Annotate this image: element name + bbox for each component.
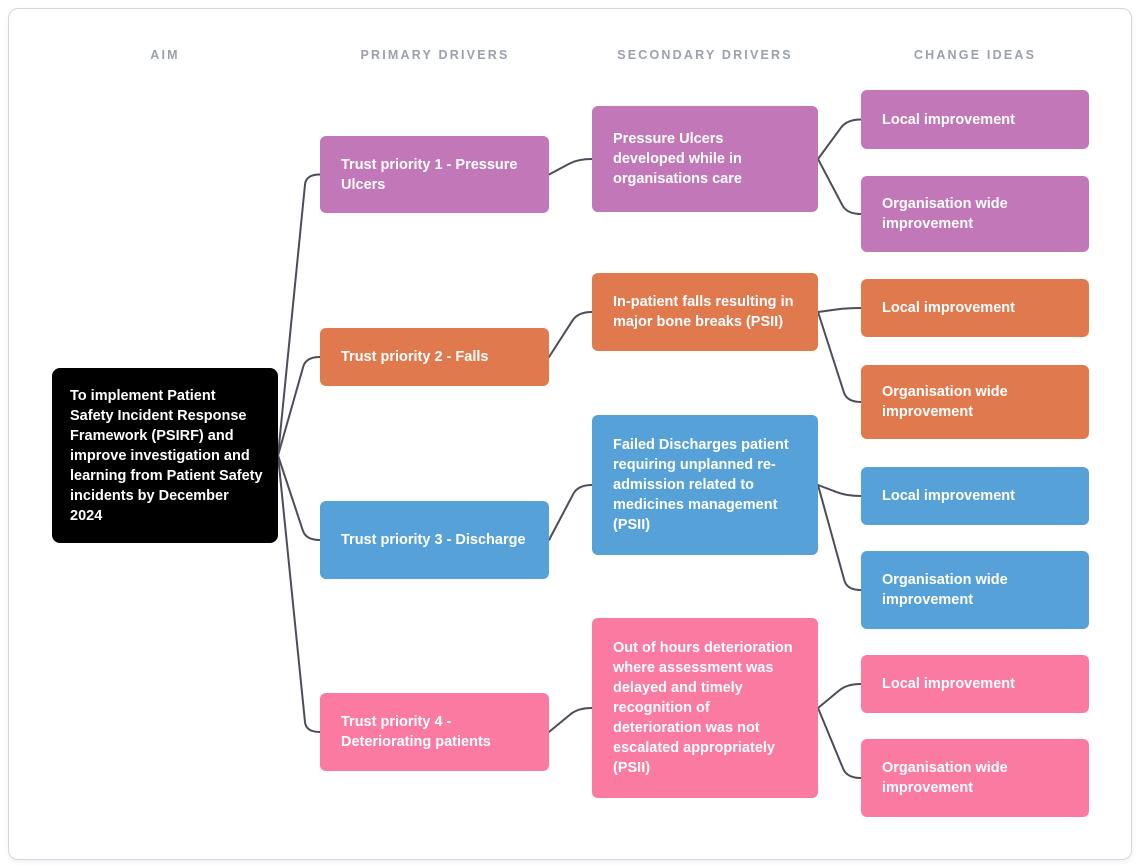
column-header-aim: AIM xyxy=(150,48,180,62)
secondary-driver-node-1[interactable]: Pressure Ulcers developed while in organ… xyxy=(592,106,818,212)
connector-line xyxy=(817,484,862,497)
secondary-driver-node-2[interactable]: In-patient falls resulting in major bone… xyxy=(592,273,818,351)
connector-line xyxy=(817,683,862,709)
connector-line xyxy=(817,118,862,160)
change-idea-node-3-2[interactable]: Organisation wide improvement xyxy=(861,551,1089,629)
change-idea-node-4-2[interactable]: Organisation wide improvement xyxy=(861,739,1089,817)
primary-driver-node-3[interactable]: Trust priority 3 - Discharge xyxy=(320,501,549,579)
connector-line xyxy=(817,707,862,779)
column-header-secondary-drivers: SECONDARY DRIVERS xyxy=(617,48,793,62)
connector-line xyxy=(277,454,321,541)
connector-line xyxy=(548,484,593,541)
change-idea-node-2-2[interactable]: Organisation wide improvement xyxy=(861,365,1089,439)
connector-line xyxy=(277,454,321,733)
connector-line xyxy=(277,173,321,457)
connector-line xyxy=(817,311,862,403)
change-idea-node-4-1[interactable]: Local improvement xyxy=(861,655,1089,713)
primary-driver-node-4[interactable]: Trust priority 4 - Deteriorating patient… xyxy=(320,693,549,771)
connector-line xyxy=(548,158,593,176)
primary-driver-node-2[interactable]: Trust priority 2 - Falls xyxy=(320,328,549,386)
column-header-primary-drivers: PRIMARY DRIVERS xyxy=(360,48,510,62)
connector-line xyxy=(817,158,862,215)
primary-driver-node-1[interactable]: Trust priority 1 - Pressure Ulcers xyxy=(320,136,549,213)
connector-line xyxy=(548,311,593,358)
column-header-change-ideas: CHANGE IDEAS xyxy=(913,48,1037,62)
connector-line xyxy=(817,307,862,313)
secondary-driver-node-3[interactable]: Failed Discharges patient requiring unpl… xyxy=(592,415,818,555)
change-idea-node-1-1[interactable]: Local improvement xyxy=(861,90,1089,149)
connector-line xyxy=(277,356,321,457)
aim-node[interactable]: To implement Patient Safety Incident Res… xyxy=(52,368,278,543)
change-idea-node-3-1[interactable]: Local improvement xyxy=(861,467,1089,525)
change-idea-node-1-2[interactable]: Organisation wide improvement xyxy=(861,176,1089,252)
secondary-driver-node-4[interactable]: Out of hours deterioration where assessm… xyxy=(592,618,818,798)
change-idea-node-2-1[interactable]: Local improvement xyxy=(861,279,1089,337)
connector-line xyxy=(817,484,862,591)
connector-line xyxy=(548,707,593,733)
